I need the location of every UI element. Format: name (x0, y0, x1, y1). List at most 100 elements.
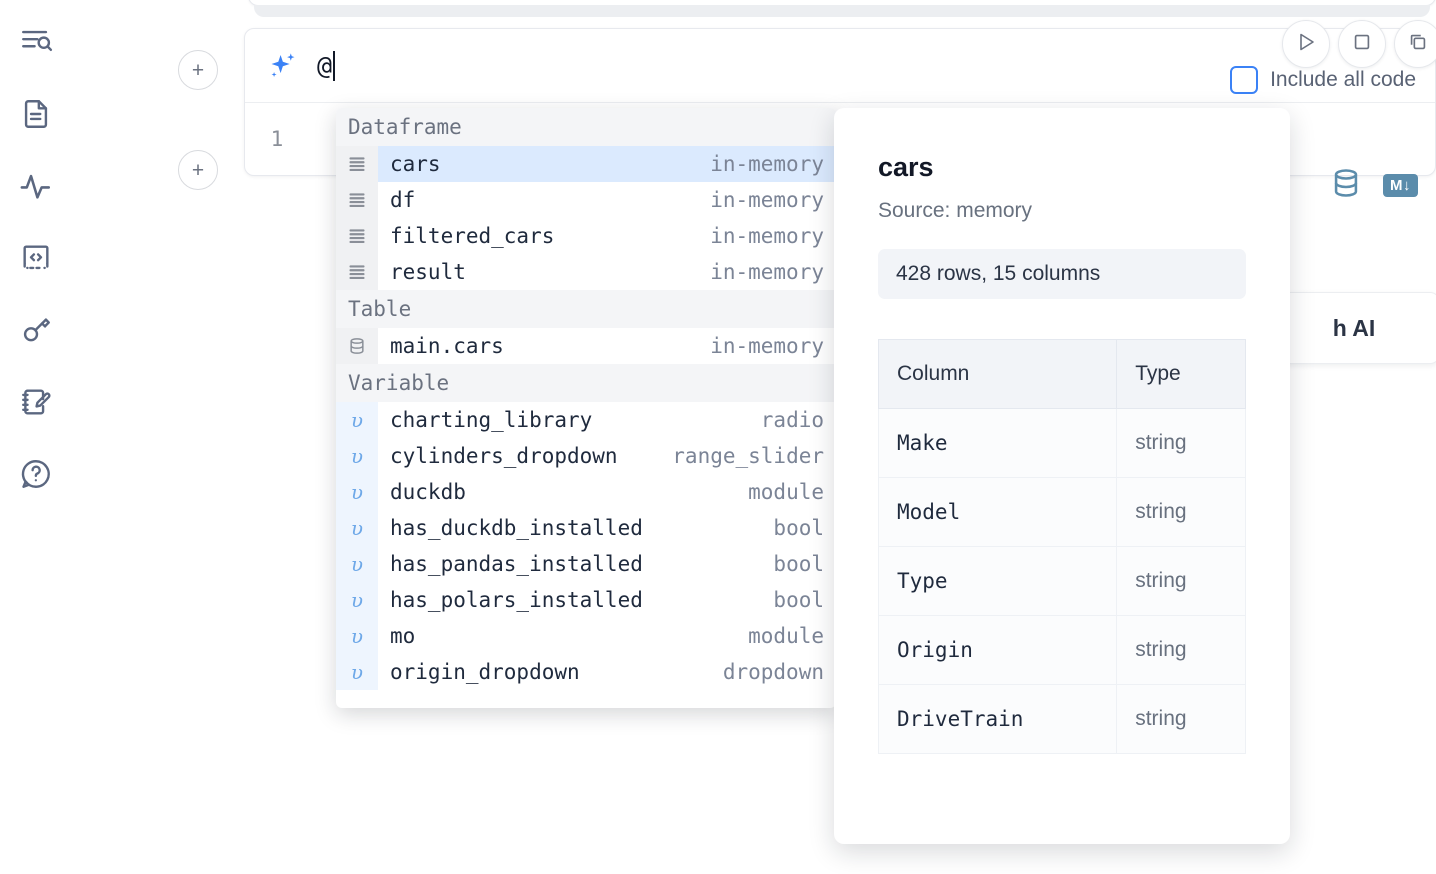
autocomplete-item[interactable]: filtered_cars in-memory (336, 218, 836, 254)
schema-column-name: Model (877, 477, 1118, 547)
variable-icon: υ (336, 618, 378, 654)
add-cell-below-button[interactable]: + (178, 150, 218, 190)
autocomplete-item[interactable]: result in-memory (336, 254, 836, 290)
sparkles-icon (265, 49, 299, 83)
include-all-code-label: Include all code (1270, 68, 1416, 91)
autocomplete-item-kind: in-memory (710, 152, 836, 176)
autocomplete-item-body: filtered_cars in-memory (378, 218, 836, 254)
preview-title: cars (878, 152, 934, 182)
ai-prompt-input[interactable]: @ (317, 50, 336, 81)
text-caret (333, 50, 336, 81)
code-snippets-icon (19, 241, 53, 275)
variable-icon: υ (336, 438, 378, 474)
autocomplete-item-kind: in-memory (710, 260, 824, 284)
dataframe-preview-panel: cars Source: memory 428 rows, 15 columns… (834, 108, 1290, 844)
autocomplete-item-kind: radio (760, 408, 824, 432)
schema-column-type: string (1116, 408, 1246, 478)
ai-prompt-row[interactable]: @ (245, 29, 1435, 103)
schema-column-name: Type (877, 546, 1118, 616)
dataframe-rows-icon (336, 146, 378, 182)
autocomplete-item-kind: module (748, 624, 824, 648)
database-icon[interactable] (1329, 166, 1363, 205)
add-cell-above-button[interactable]: + (178, 50, 218, 90)
schema-column-type: string (1116, 546, 1246, 616)
include-all-code-toggle[interactable]: Include all code (1230, 66, 1416, 94)
table-header-row: Column Type (877, 339, 1246, 409)
autocomplete-item-body: result in-memory (378, 254, 836, 290)
autocomplete-item-name: cylinders_dropdown (390, 444, 618, 468)
run-button[interactable] (1282, 20, 1330, 68)
previous-cell-shadow (254, 5, 1430, 17)
preview-shape-badge: 428 rows, 15 columns (878, 249, 1246, 299)
variable-icon: υ (336, 510, 378, 546)
preview-source: Source: memory (878, 199, 1033, 222)
left-sidebar (0, 0, 72, 874)
sidebar-item-scratchpad[interactable] (12, 376, 60, 428)
sidebar-item-snippets[interactable] (12, 232, 60, 284)
autocomplete-item-name: mo (390, 624, 416, 648)
autocomplete-item-name: result (390, 260, 466, 284)
plus-icon: + (191, 158, 205, 182)
autocomplete-group-header: Table (336, 290, 836, 328)
autocomplete-group-header: Dataframe (336, 108, 836, 146)
column-header-column: Column (877, 339, 1118, 409)
code-editor-row[interactable]: 1 (245, 103, 1435, 175)
include-all-code-checkbox[interactable] (1230, 66, 1259, 94)
autocomplete-item-name: df (390, 188, 416, 212)
autocomplete-item-kind: in-memory (710, 224, 824, 248)
sidebar-item-activity[interactable] (12, 160, 60, 212)
autocomplete-item-kind: module (748, 480, 824, 504)
stop-button[interactable] (1338, 20, 1386, 68)
schema-column-type: string (1116, 615, 1246, 685)
activity-pulse-icon (19, 169, 53, 203)
sidebar-item-files[interactable] (12, 88, 60, 140)
variable-icon: υ (336, 582, 378, 618)
line-number: 1 (270, 127, 284, 151)
sidebar-item-secrets[interactable] (12, 304, 60, 356)
autocomplete-item-kind: bool (773, 552, 824, 576)
schema-column-name: Make (877, 408, 1118, 478)
schema-column-name: Origin (877, 615, 1118, 685)
schema-column-name: DriveTrain (877, 684, 1118, 754)
cell-type-icons: M↓ (1329, 166, 1418, 205)
autocomplete-item-body: has_pandas_installed bool (378, 546, 836, 582)
outline-search-icon (19, 25, 53, 59)
autocomplete-item-name: filtered_cars (390, 224, 555, 248)
autocomplete-item-name: has_pandas_installed (390, 552, 643, 576)
autocomplete-item-name: charting_library (390, 408, 593, 432)
autocomplete-item-name: origin_dropdown (390, 660, 580, 684)
generate-with-ai-card[interactable]: h AI (1268, 292, 1436, 364)
sidebar-item-help[interactable] (12, 448, 60, 500)
column-header-type: Type (1116, 339, 1246, 409)
markdown-badge-icon[interactable]: M↓ (1383, 174, 1418, 197)
autocomplete-item-name: has_duckdb_installed (390, 516, 643, 540)
sidebar-item-outline-search[interactable] (12, 16, 60, 68)
stop-square-icon (1351, 31, 1373, 58)
autocomplete-item-body: charting_library radio (378, 402, 836, 438)
more-options-button[interactable] (1394, 20, 1436, 68)
generate-with-ai-label: h AI (1332, 314, 1376, 341)
